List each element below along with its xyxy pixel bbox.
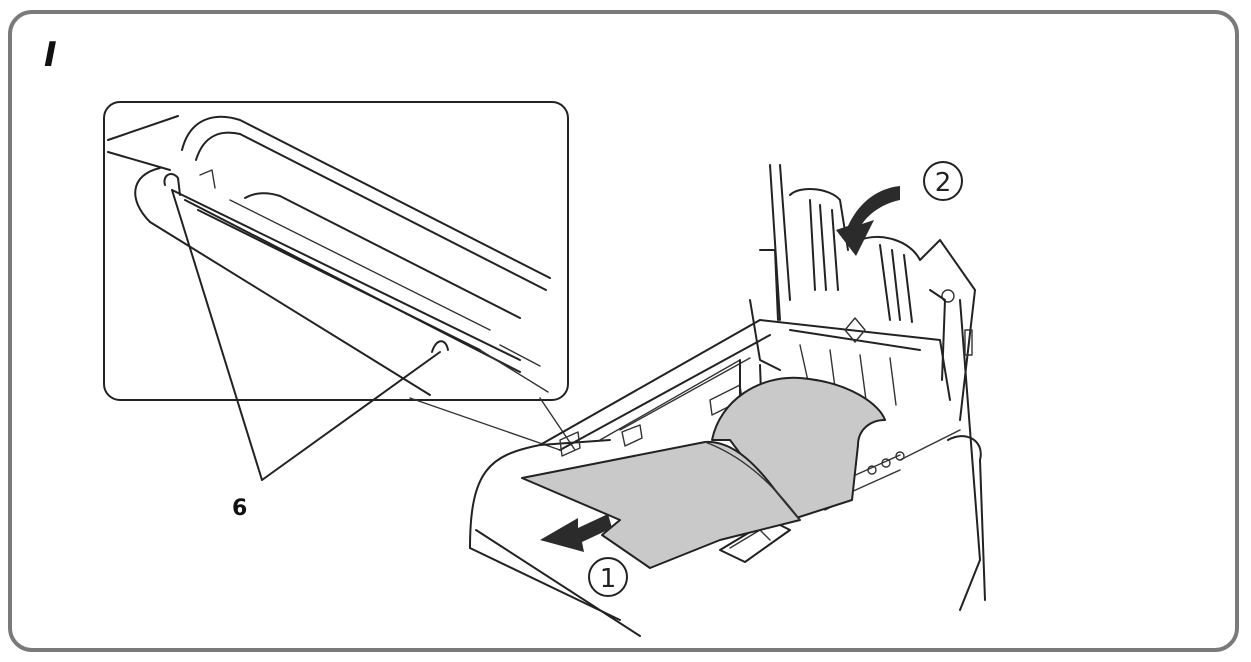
close-arrow bbox=[836, 186, 900, 256]
pull-arrow bbox=[540, 514, 612, 552]
step-two-number: 2 bbox=[935, 168, 952, 198]
printer-body bbox=[469, 299, 986, 637]
step-two-marker: 2 bbox=[923, 161, 963, 201]
step-one-number: 1 bbox=[600, 564, 617, 594]
callout-leaders bbox=[171, 189, 441, 481]
figure-frame bbox=[8, 10, 1239, 652]
inset-pointer bbox=[409, 397, 576, 451]
paper-roll bbox=[521, 376, 886, 569]
step-one-marker: 1 bbox=[588, 557, 628, 597]
step-label: I bbox=[44, 35, 57, 75]
detail-inset bbox=[103, 101, 569, 401]
callout-number: 6 bbox=[232, 496, 248, 521]
